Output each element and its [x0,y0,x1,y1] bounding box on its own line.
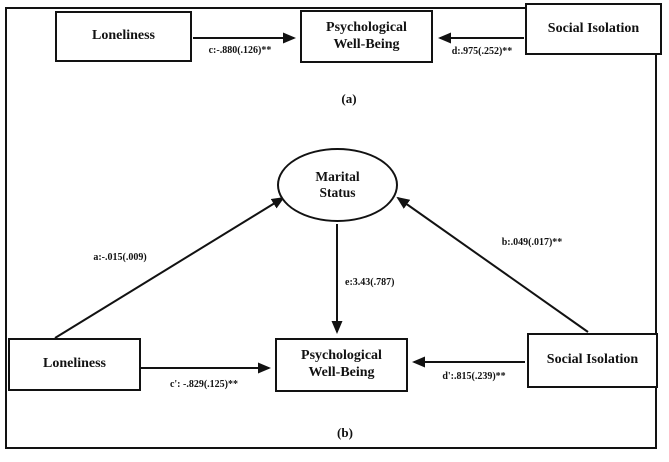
panel-b-loneliness-box: Loneliness [8,338,141,391]
panel-a-psychological-well-being-label: Psychological Well-Being [326,19,407,52]
path-c-label: c:-.880(.126)** [208,45,272,56]
panel-a-social-isolation-box: Social Isolation [525,3,662,55]
panel-b-marital-status-ellipse: Marital Status [277,148,398,222]
path-d-label: d:.975(.252)** [451,46,513,57]
path-c-prime-label: c': -.829(.125)** [169,379,239,390]
panel-b-psychological-well-being-box: Psychological Well-Being [275,338,408,392]
panel-b-caption: (b) [337,425,353,440]
path-e-label: e:3.43(.787) [345,277,395,288]
panel-b-psychological-well-being-label: Psychological Well-Being [301,348,382,380]
panel-b-social-isolation-box: Social Isolation [527,333,658,388]
figure-border-frame [5,7,657,449]
path-b-label: b:.049(.017)** [501,237,563,248]
panel-b-social-isolation-label: Social Isolation [546,352,639,368]
panel-a-loneliness-label: Loneliness [91,28,155,44]
panel-b-marital-status-label: Marital Status [315,168,360,200]
panel-b-loneliness-label: Loneliness [42,356,106,372]
panel-a-psychological-well-being-box: Psychological Well-Being [300,10,433,63]
panel-a-social-isolation-label: Social Isolation [547,20,640,36]
panel-a-loneliness-box: Loneliness [55,11,192,62]
path-a-label: a:-.015(.009) [93,252,147,263]
path-d-prime-label: d':.815(.239)** [442,371,506,382]
panel-a-caption: (a) [341,91,357,106]
